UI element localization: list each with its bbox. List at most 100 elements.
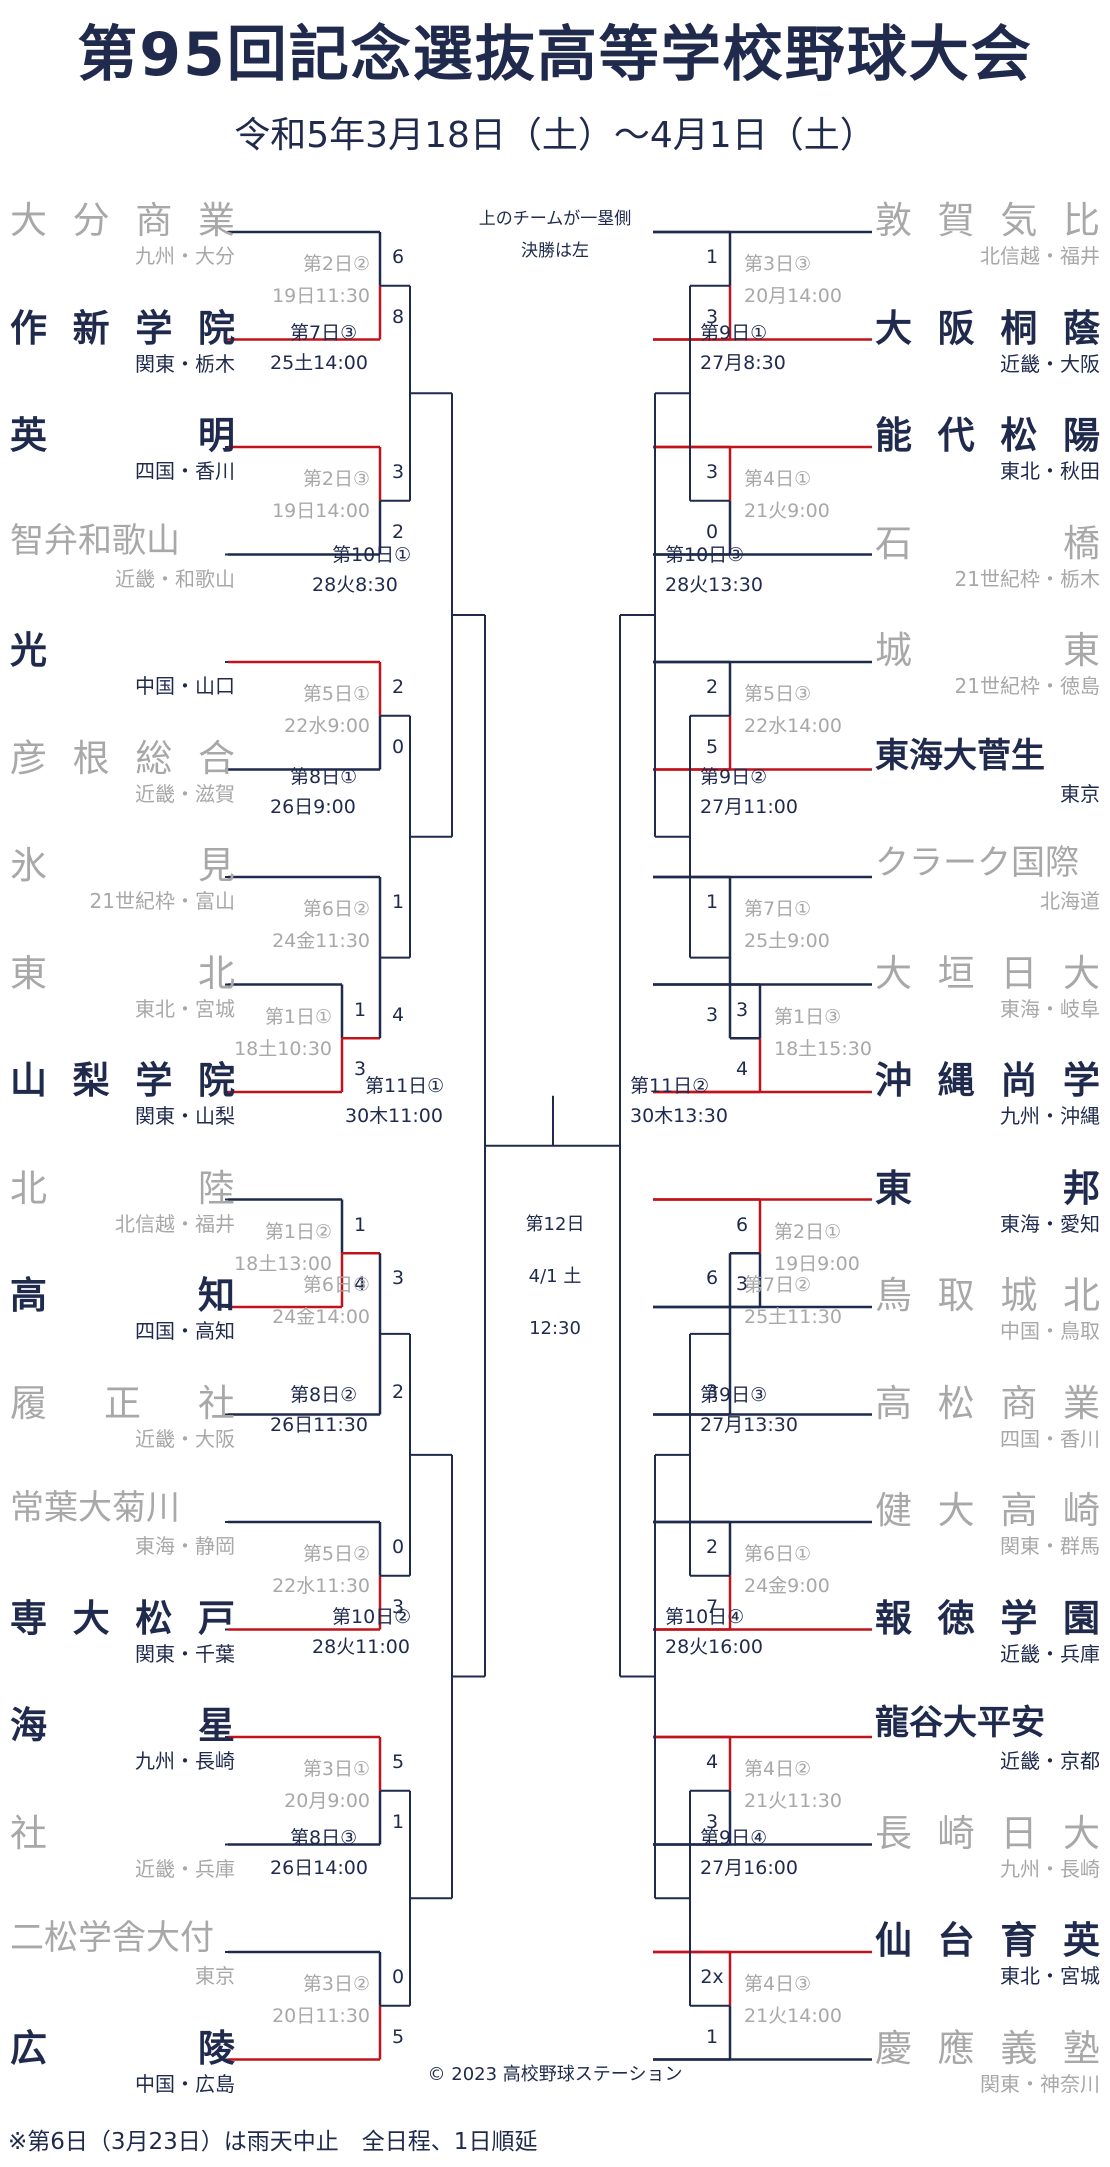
score-top: 2 [705,676,719,698]
game-time: 24金9:00 [744,1575,830,1597]
team-name: クラーク国際 [875,843,1079,883]
round-label: 第9日④ [700,1827,768,1850]
game-label: 第2日① [774,1220,842,1243]
score-top: 4 [705,1751,719,1773]
final-note: 決勝は左 [521,241,589,261]
team-entry: 沖縄尚学九州・沖縄 [875,1050,1100,1140]
game-time: 21火14:00 [744,2005,842,2027]
score-top: 2 [705,1536,719,1558]
team-region: 東海・岐阜 [1000,996,1100,1021]
score-top: 2x [700,1966,724,1988]
round-label: 第8日② [290,1383,358,1406]
game-label: 第3日② [302,1973,370,1995]
game-label: 第6日③ [302,1274,370,1297]
score-bottom: 5 [705,735,719,758]
game-time: 21火11:30 [744,1790,842,1812]
team-name: 常葉大菊川 [10,1488,180,1528]
final-day: 第12日 [525,1214,585,1235]
score-top: 1 [705,246,719,268]
team-name: 彦根総合 [10,736,235,780]
team-name: 氷見 [10,844,235,887]
team-name: 石橋 [875,521,1100,565]
game-label: 第3日③ [744,253,812,275]
team-name: 東北 [10,951,235,995]
score-top: 3 [705,461,719,483]
round-time: 28火11:00 [312,1635,410,1658]
round-time: 27月8:30 [700,352,786,375]
team-entry: 智弁和歌山近畿・和歌山 [10,513,235,603]
team-region: 四国・高知 [135,1319,235,1343]
score-top: 6 [391,246,405,268]
team-region: 関東・栃木 [135,351,235,376]
team-region: 九州・沖縄 [1000,1104,1100,1128]
team-name: 長崎日大 [875,1811,1100,1855]
team-entry: 専大松戸関東・千葉 [10,1588,235,1678]
game-label: 第6日② [302,898,370,920]
team-region: 九州・大分 [135,244,235,268]
score-top: 0 [391,1966,405,1988]
team-region: 東北・秋田 [1000,459,1100,483]
team-name: 広陵 [10,2026,235,2070]
team-region: 関東・神奈川 [980,2071,1100,2096]
team-entry: 報徳学園近畿・兵庫 [875,1588,1100,1678]
team-region: 北海道 [1040,889,1100,913]
team-entry: 東北東北・宮城 [10,943,235,1033]
team-region: 東京 [1060,781,1100,806]
side-note: 上のチームが一塁側 [478,209,632,229]
game-time: 18土15:30 [774,1037,872,1060]
team-entry: 慶應義塾関東・神奈川 [875,2018,1100,2108]
score-top: 3 [391,461,405,483]
score-bottom: 3 [705,1380,719,1403]
score-bottom: 3 [735,1273,749,1295]
team-region: 東海・愛知 [1000,1211,1100,1236]
team-name: 龍谷大平安 [875,1703,1045,1743]
game-time: 19日11:30 [272,285,370,307]
round-time: 28火16:00 [665,1635,763,1658]
game-label: 第6日① [744,1543,812,1565]
team-name: 東邦 [875,1166,1100,1210]
team-entry: 二松学舎大付東京 [10,1910,235,2000]
game-label: 第3日① [302,1758,370,1780]
round-time: 28火13:30 [665,573,763,596]
round-label: 第10日① [332,543,412,566]
score-bottom: 8 [391,305,405,328]
score-bottom: 4 [735,1058,749,1080]
team-name: 作新学院 [10,306,235,350]
score-bottom: 3 [353,1058,367,1080]
game-label: 第1日③ [774,1005,842,1028]
round-label: 第11日② [630,1074,710,1097]
team-entry: クラーク国際北海道 [875,835,1100,925]
round-label: 第9日① [700,322,768,345]
team-name: 健大高崎 [875,1489,1100,1532]
footnote: ※第6日（3月23日）は雨天中止 全日程、1日順延 [8,2129,538,2155]
team-name: 報徳学園 [875,1596,1100,1640]
team-name: 沖縄尚学 [875,1059,1100,1102]
game-time: 25土9:00 [744,930,830,952]
team-region: 四国・香川 [1000,1426,1100,1451]
team-entry: 敦賀気比北信越・福井 [875,190,1100,280]
team-region: 近畿・兵庫 [135,1856,235,1881]
score-top: 1 [391,891,405,913]
team-name: 城東 [875,629,1100,672]
team-name: 能代松陽 [875,414,1100,457]
score-top: 1 [353,998,367,1021]
team-name: 大阪桐蔭 [875,306,1100,350]
round-label: 第10日③ [665,543,745,566]
score-bottom: 4 [391,1004,405,1027]
game-label: 第1日① [264,1005,332,1028]
team-region: 近畿・兵庫 [1000,1641,1100,1666]
team-name: 東海大菅生 [875,735,1045,776]
game-label: 第1日② [264,1220,332,1243]
team-entry: 能代松陽東北・秋田 [875,405,1100,495]
team-entry: 長崎日大九州・長崎 [875,1803,1100,1893]
team-name: 専大松戸 [10,1596,235,1640]
round-time: 28火8:30 [312,573,398,596]
score-bottom: 4 [353,1273,367,1295]
team-name: 高知 [10,1274,235,1317]
team-region: 四国・香川 [135,459,235,483]
score-top: 6 [705,1267,719,1290]
team-region: 北信越・福井 [115,1211,235,1236]
team-region: 中国・広島 [135,2071,235,2096]
